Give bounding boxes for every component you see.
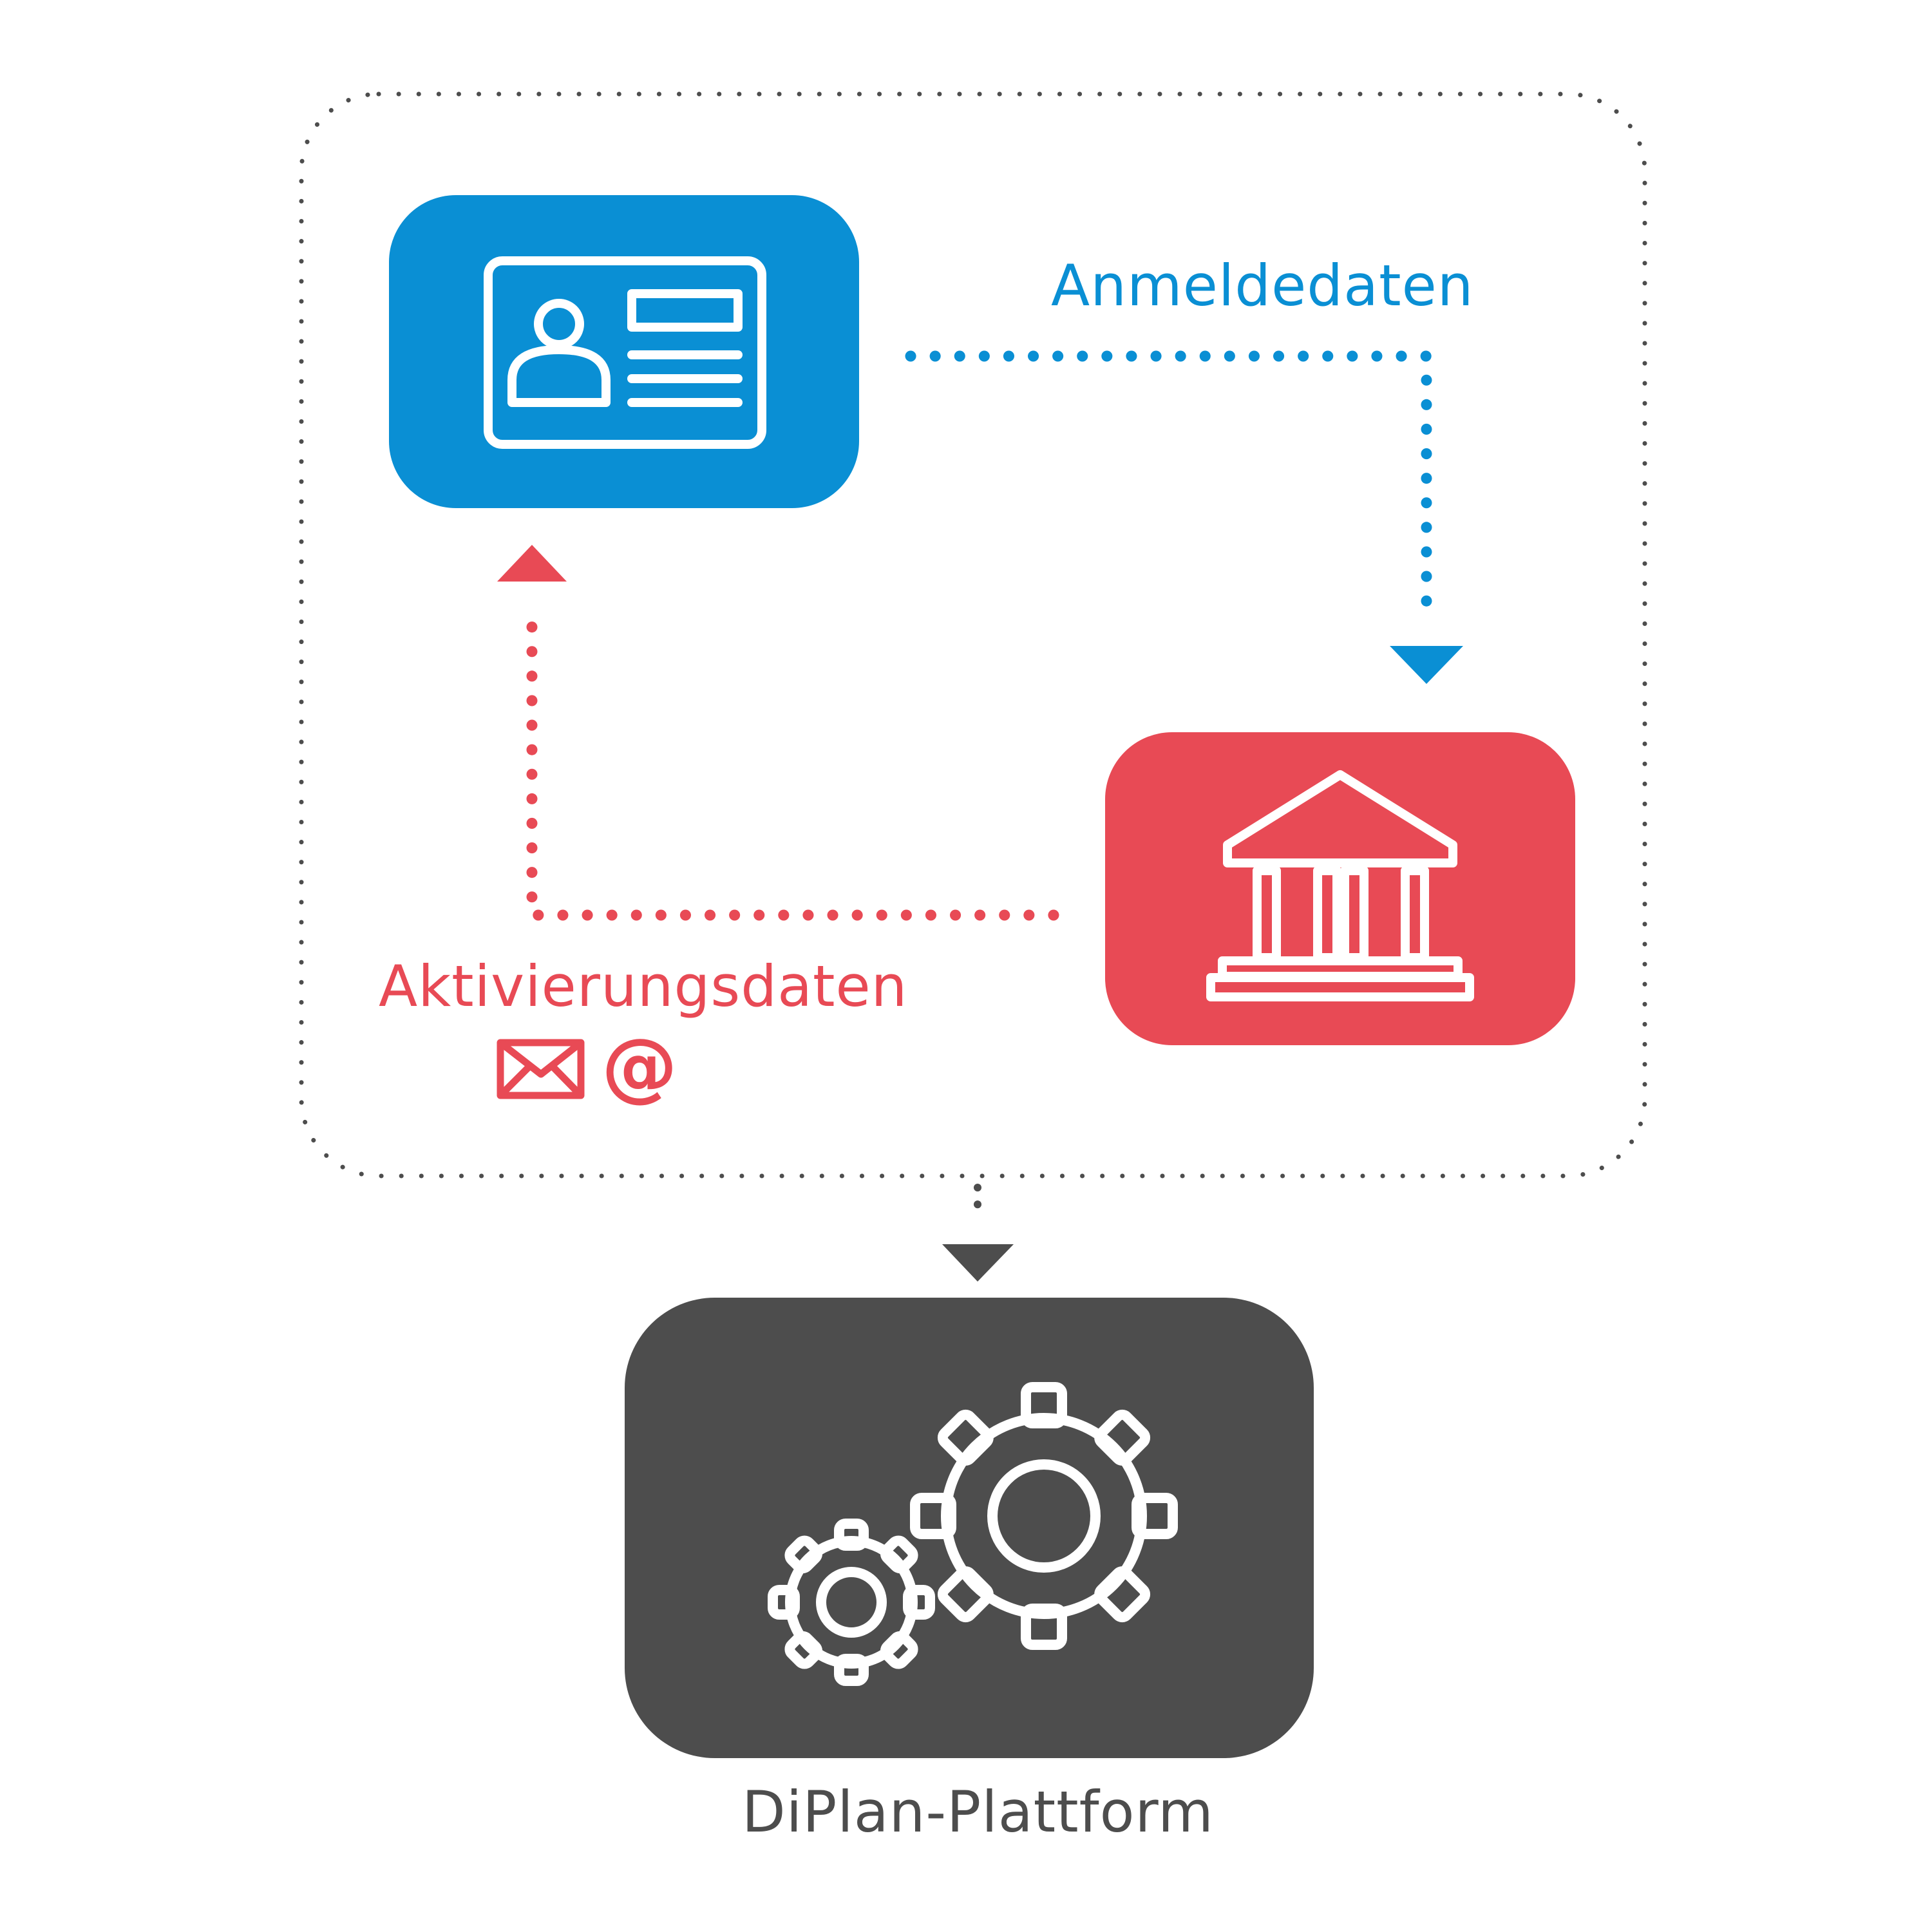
platform-label: DiPlan-Plattform bbox=[742, 1779, 1214, 1845]
login-data-label: Anmeldedaten bbox=[1051, 252, 1474, 319]
at-sign-icon: @ bbox=[601, 1021, 677, 1110]
user-node bbox=[389, 195, 859, 508]
platform-flow-connector bbox=[942, 1184, 1014, 1282]
id-card-icon bbox=[484, 256, 766, 449]
platform-node bbox=[625, 1298, 1314, 1758]
activation-flow-connector bbox=[497, 545, 1059, 921]
authority-node bbox=[1105, 732, 1575, 1045]
envelope-icon bbox=[497, 1039, 585, 1099]
login-flow-connector bbox=[905, 350, 1463, 684]
activation-data-label: Aktivierungsdaten bbox=[379, 953, 908, 1019]
gears-icon bbox=[768, 1382, 1178, 1686]
arrow-down-icon bbox=[942, 1244, 1014, 1282]
government-building-icon bbox=[1206, 770, 1474, 1001]
arrow-up-icon bbox=[497, 545, 567, 582]
arrow-down-icon bbox=[1390, 646, 1463, 684]
